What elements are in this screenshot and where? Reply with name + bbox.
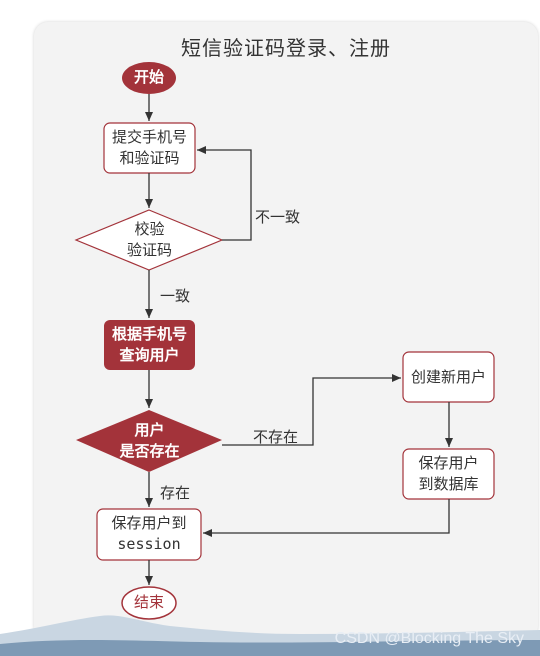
save-db-label-line2: 到数据库 — [418, 475, 479, 493]
create-user-label: 创建新用户 — [410, 368, 486, 386]
landscape-decoration — [0, 615, 540, 656]
verify-label-line2: 验证码 — [126, 241, 172, 259]
exists-node — [76, 410, 222, 472]
submit-label: 提交手机号 和验证码 — [104, 127, 195, 169]
exists-label: 用户 是否存在 — [104, 420, 195, 462]
save-db-label-line1: 保存用户 — [418, 454, 479, 472]
save-session-label: 保存用户到 session — [97, 513, 201, 555]
submit-label-line2: 和验证码 — [119, 149, 180, 167]
query-node — [104, 320, 195, 370]
exists-label-line1: 用户 — [134, 421, 165, 439]
edge-not-exists — [222, 374, 401, 446]
verify-label: 校验 验证码 — [104, 219, 195, 261]
diagram-title: 短信验证码登录、注册 — [181, 36, 391, 60]
save-session-label-line2: session — [117, 535, 181, 553]
edge-mismatch — [197, 146, 252, 241]
edge-label-exists: 存在 — [160, 484, 191, 502]
submit-label-line1: 提交手机号 — [111, 128, 187, 146]
edge-label-match: 一致 — [160, 287, 191, 305]
verify-label-line1: 校验 — [134, 220, 165, 238]
edge-label-not-exists: 不存在 — [253, 428, 299, 446]
save-session-label-line1: 保存用户到 — [111, 514, 187, 532]
query-label-line1: 根据手机号 — [111, 325, 187, 343]
start-node — [122, 62, 176, 94]
edge-savedb-session — [203, 499, 450, 537]
save-db-label: 保存用户 到数据库 — [403, 453, 494, 495]
edge-label-mismatch: 不一致 — [255, 208, 301, 226]
watermark: CSDN @Blocking The Sky — [334, 630, 524, 647]
query-label-line2: 查询用户 — [119, 346, 180, 364]
exists-label-line2: 是否存在 — [119, 442, 180, 460]
end-node — [121, 586, 177, 620]
end-label: 结束 — [133, 593, 164, 611]
query-label: 根据手机号 查询用户 — [104, 324, 195, 366]
start-label: 开始 — [133, 68, 164, 86]
